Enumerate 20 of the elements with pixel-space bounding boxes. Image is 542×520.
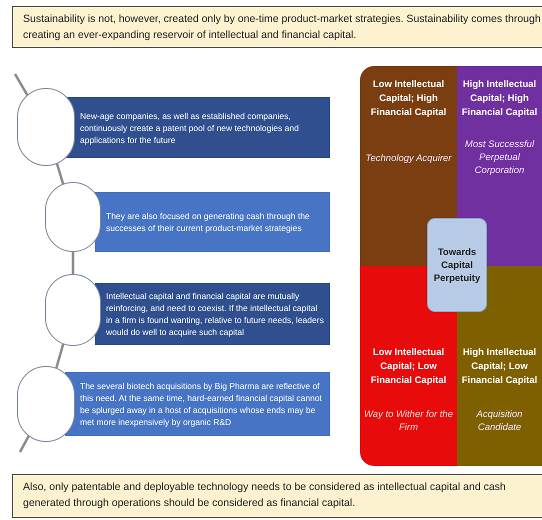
connector-line [14,73,30,97]
connector-line [56,162,64,185]
connector-line [55,343,64,369]
quadrant-description: Way to Wither for the Firm [363,408,454,434]
quadrant-heading: High Intellectual Capital; High Financial Capital [460,78,538,120]
text-banner: The several biotech acquisitions by Big Pharma are reflective of this need. At the same time, hard-earned financial capital cannot be splurged away in a host of acquisitions whose ends may be met more inexpensively by organic R&D [65,372,330,436]
connector-line [18,434,30,453]
center-label-box: Towards Capital Perpetuity [427,218,487,312]
text-banner: Intellectual capital and financial capital are mutually reinforcing, and need to coexist. If the intellectual capital in a firm is found wanting, relative to future needs, leaders would do well to acquire such capital [95,283,330,345]
quadrant-description: Acquisition Candidate [475,408,524,434]
quadrant-heading: Low Intellectual Capital; Low Financial Capital [370,346,448,388]
text-banner: New-age companies, as well as established companies, continuously create a patent pool of new technologies and applications for the future [65,97,330,158]
text-banner: They are also focused on generating cash through the successes of their current product-market strategies [95,192,330,252]
note-box: Sustainability is not, however, created only by one-time product-market strategies. Sustainability comes through creating an ever-expanding reservoir of intellectual and financial capital. [12,6,542,48]
quadrant-heading: High Intellectual Capital; Low Financial Capital [460,346,538,388]
note-box: Also, only patentable and deployable technology needs to be considered as intellectual capital and cash generated through operations should be considered as financial capital. [12,474,542,518]
quadrant-description: Technology Acquirer [366,152,452,165]
quadrant-heading: Low Intellectual Capital; High Financial Capital [370,78,448,120]
quadrant-description: Most Successful Perpetual Corporation [464,138,536,177]
connector-line [72,252,74,274]
